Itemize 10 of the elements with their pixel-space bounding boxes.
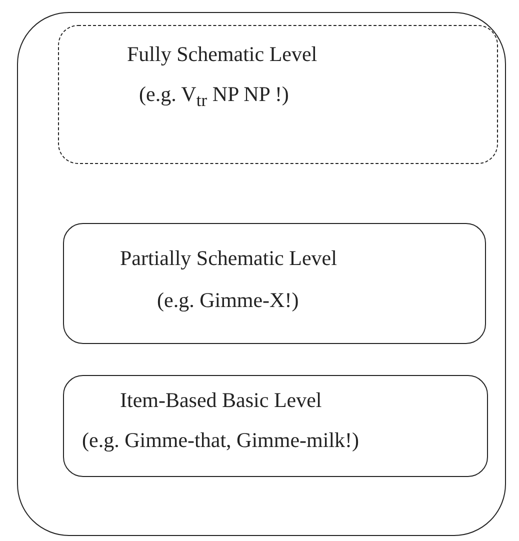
level-box [63,223,486,344]
level-title: Partially Schematic Level [120,246,337,272]
level-title: Fully Schematic Level [127,42,318,68]
example-text: (e.g. Gimme-X!) [157,288,299,314]
level-title: Item-Based Basic Level [120,388,322,414]
example-text: (e.g. Gimme-that, Gimme-milk!) [82,428,360,454]
level-box [63,375,488,477]
level-box [58,25,498,164]
example-text: (e.g. V$_{tr}$ NP NP !) [139,82,289,112]
outer-frame [17,12,506,536]
